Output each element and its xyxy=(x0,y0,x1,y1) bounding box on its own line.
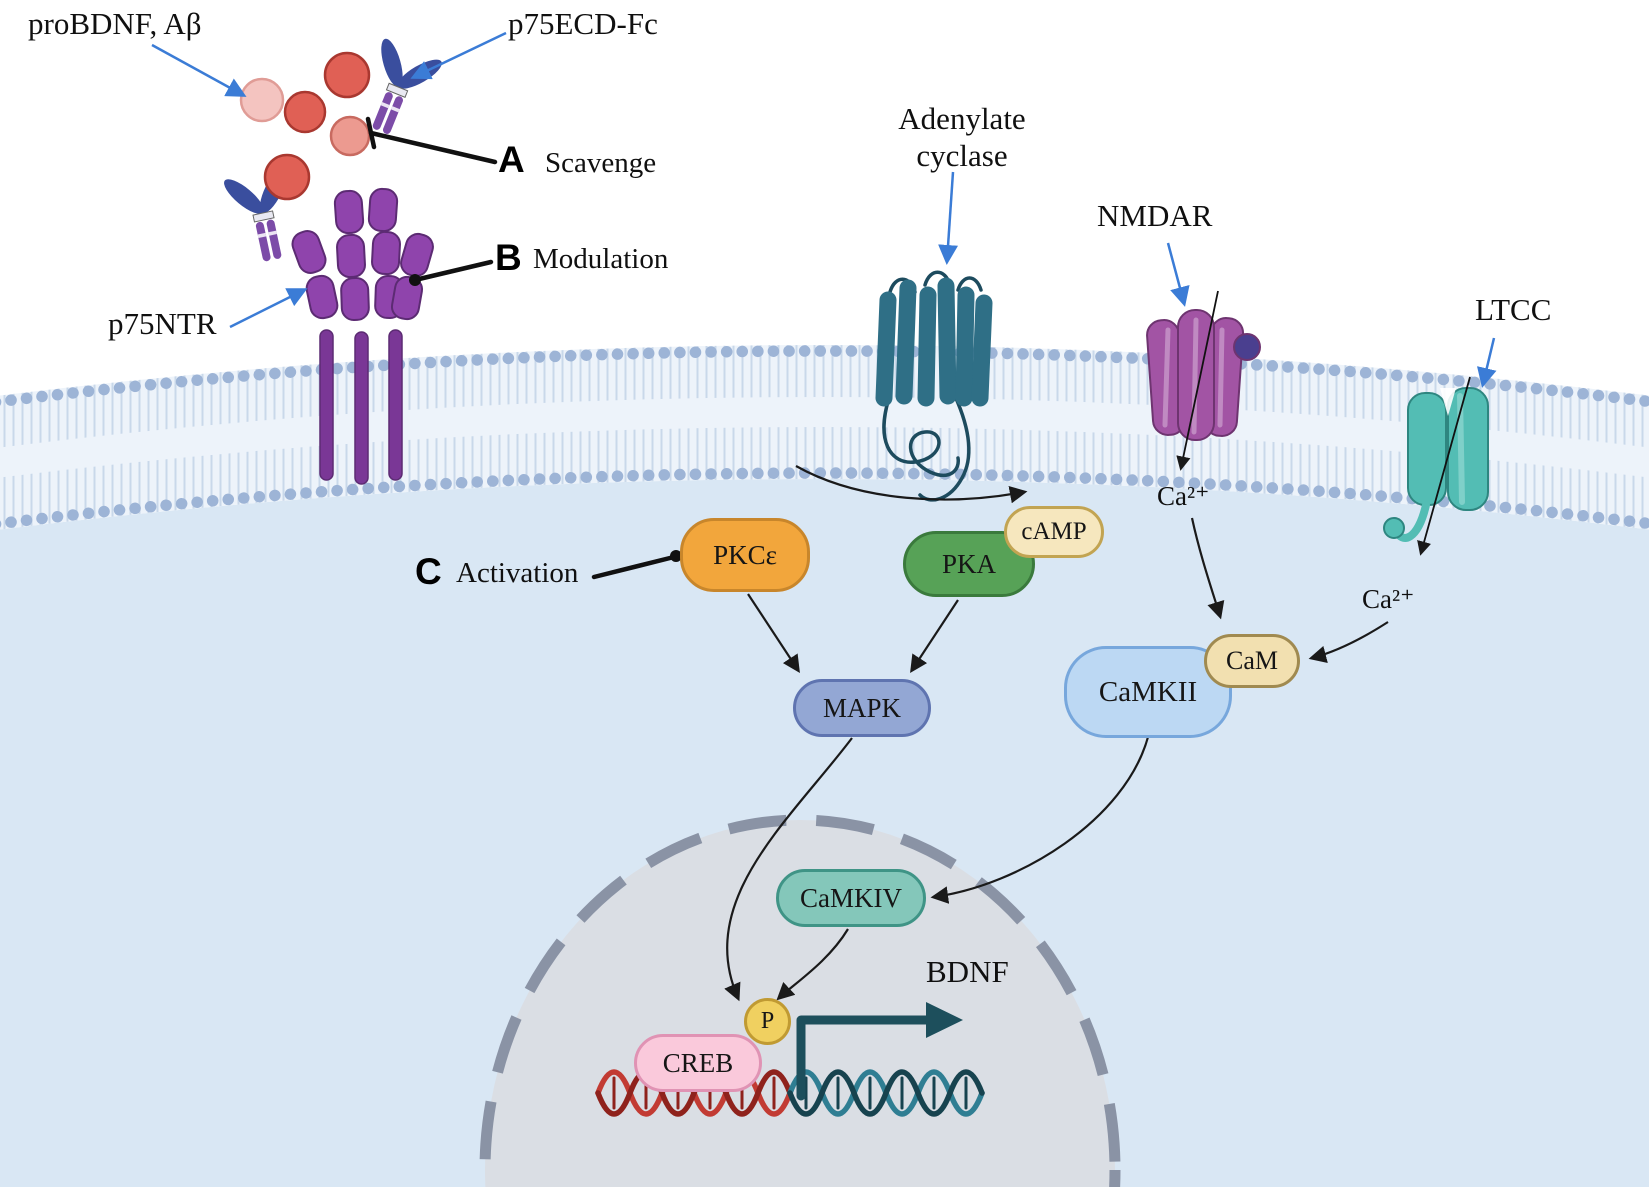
probdnf-label: proBDNF, Aβ xyxy=(28,6,202,41)
pkce-to-mapk xyxy=(747,593,800,673)
dna-teal-strand-2 xyxy=(787,1069,985,1117)
creb-node: CREB xyxy=(634,1034,762,1092)
pka-node: PKA xyxy=(903,531,1035,597)
nmdar-label: NMDAR xyxy=(1097,198,1213,233)
camp-node: cAMP xyxy=(1004,506,1104,558)
signal-arrows xyxy=(724,465,1389,1002)
cam-node: CaM xyxy=(1204,634,1300,688)
pkce-node: PKCε xyxy=(680,518,810,592)
pointer-arrows xyxy=(151,31,1497,388)
scavenge-line xyxy=(368,130,498,165)
ca-ltcc-label: Ca²⁺ xyxy=(1362,584,1415,614)
mapk-to-creb xyxy=(724,737,853,1002)
ltcc-ion-flow-line xyxy=(1417,376,1471,556)
membrane-outer-heads xyxy=(0,345,1649,408)
activation-label: Activation xyxy=(456,557,579,589)
mapk-node: MAPK xyxy=(793,679,931,737)
p75ecdfc-pointer xyxy=(410,31,507,80)
modulation-line xyxy=(412,259,494,283)
ac-pointer xyxy=(938,171,959,265)
modulation-dot xyxy=(409,274,421,286)
p75ntr-label: p75NTR xyxy=(108,306,217,341)
camkii-node: CaMKII xyxy=(1064,646,1232,738)
marker-c: C xyxy=(415,551,442,592)
transcription-arrow xyxy=(796,1002,963,1101)
dna-red-strand-2 xyxy=(595,1069,793,1117)
ltcc-channel xyxy=(1383,376,1489,556)
modulation-label: Modulation xyxy=(533,243,669,275)
phospho-node: P xyxy=(744,998,791,1045)
dna-helix xyxy=(595,1069,985,1117)
camkiv-node: CaMKIV xyxy=(776,869,926,927)
camkiv-to-creb xyxy=(776,928,849,1001)
marker-b: B xyxy=(495,237,522,278)
camkii-to-camkiv xyxy=(930,736,1150,904)
ltcc-ca-to-cam xyxy=(1308,621,1389,663)
activation-dot xyxy=(670,550,682,562)
probdnf-pointer xyxy=(151,43,247,97)
ligand-cluster xyxy=(239,51,371,201)
annotation-connectors xyxy=(365,116,682,580)
nmdar-pointer xyxy=(1166,242,1190,307)
adenylate-cyclase-label: Adenylate cyclase xyxy=(898,101,1026,173)
p75ntr-pointer xyxy=(229,288,308,329)
nmdar-receptor xyxy=(1146,290,1261,471)
activation-line xyxy=(591,554,677,580)
ca-nmdar-label: Ca²⁺ xyxy=(1157,481,1210,511)
ac-to-camp xyxy=(795,465,1028,504)
ltcc-pointer xyxy=(1476,337,1497,388)
nucleus xyxy=(479,814,1121,1187)
nmdar-ion-flow-line xyxy=(1176,290,1219,471)
bdnf-gene-label: BDNF xyxy=(926,954,1009,989)
ltcc-label: LTCC xyxy=(1475,292,1552,327)
scavenge-label: Scavenge xyxy=(545,147,657,179)
p75ecdfc-label: p75ECD-Fc xyxy=(508,6,658,41)
marker-a: A xyxy=(498,139,525,180)
nmdar-ca-to-cam xyxy=(1190,517,1225,620)
p75ntr-receptor xyxy=(291,187,434,485)
pka-to-mapk xyxy=(910,599,959,673)
adenylate-cyclase-protein xyxy=(875,270,993,502)
